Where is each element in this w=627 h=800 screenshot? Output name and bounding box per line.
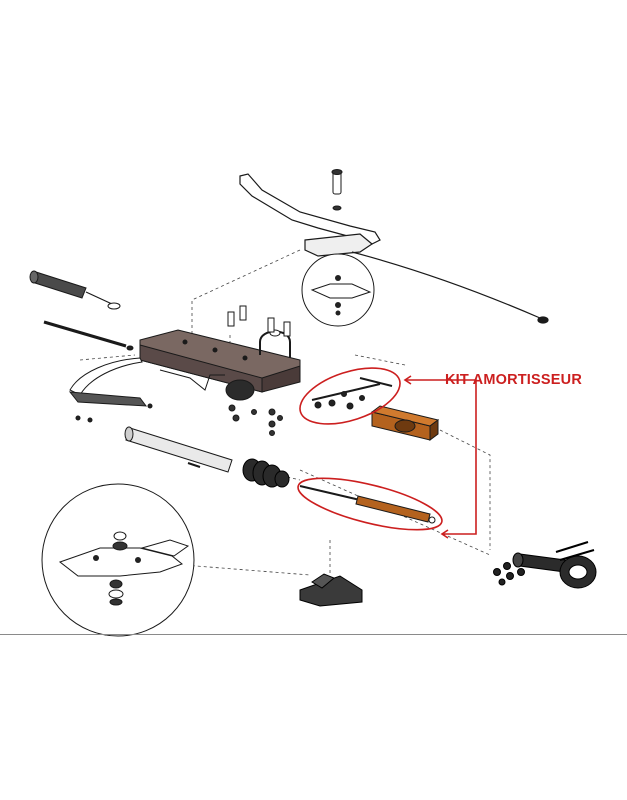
brake-cable [351, 251, 549, 324]
rod [43, 320, 134, 351]
coupling-sleeve [370, 405, 440, 441]
shock-absorber-kit-small [311, 377, 393, 410]
kit-amortisseur-label: KIT AMORTISSEUR [445, 372, 582, 388]
mounting-bolts [227, 305, 291, 436]
lever-assembly-detail-circle [41, 483, 195, 637]
actuating-lever [239, 173, 381, 257]
handbrake-cylinder [29, 270, 121, 310]
chassis-housing [139, 329, 301, 401]
drawbar-tube [124, 426, 233, 473]
shock-absorber-kit-rod [299, 485, 436, 524]
top-bolt [331, 169, 343, 211]
nuts-and-bolts [493, 541, 595, 586]
towing-eye [512, 552, 597, 589]
coupling-head [299, 573, 363, 607]
bottom-divider [0, 634, 627, 635]
callout-highlights [297, 367, 477, 539]
bellows-boot [242, 458, 290, 488]
lever-detail-circle [301, 253, 375, 327]
strap-bracket [68, 357, 153, 423]
